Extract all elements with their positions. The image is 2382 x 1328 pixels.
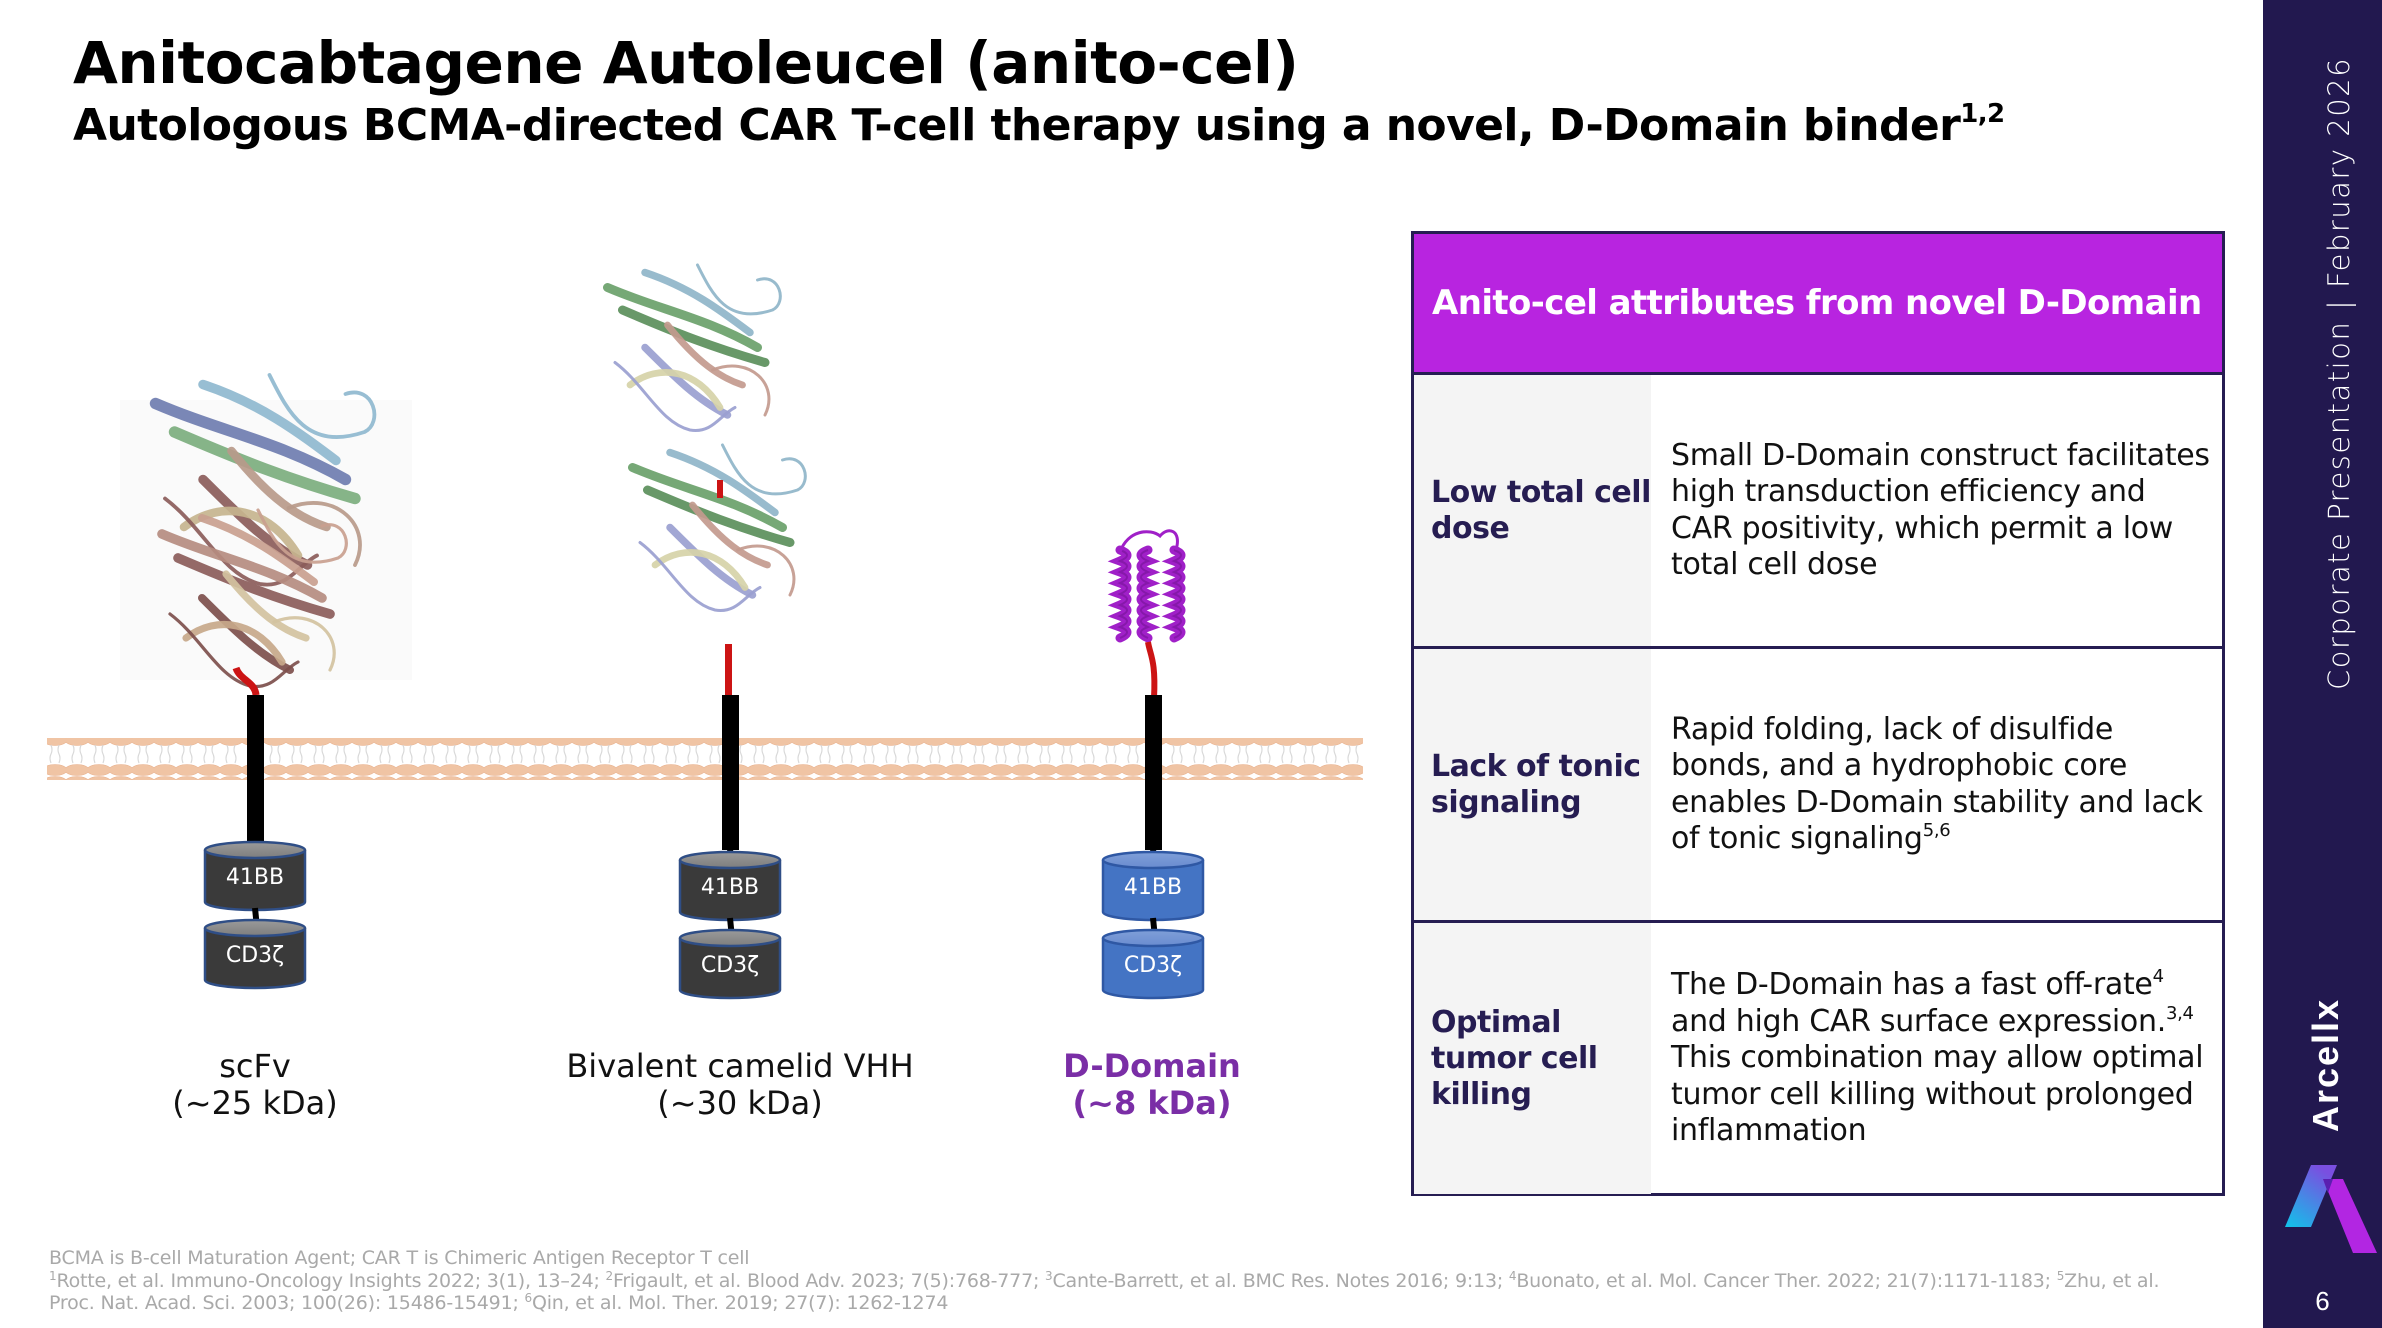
reference-number: 5: [2056, 1268, 2065, 1283]
row-description: Rapid folding, lack of disulfide bonds, …: [1651, 649, 2222, 920]
footnotes: BCMA is B-cell Maturation Agent; CAR T i…: [49, 1247, 2199, 1315]
row-description-text: Rapid folding, lack of disulfide bonds, …: [1671, 711, 2203, 857]
signaling-domain-41bb: 41BB: [203, 840, 307, 912]
car-construct-2: 41BB CD3ζ: [678, 695, 782, 1000]
domain-label: CD3ζ: [1124, 953, 1182, 978]
caption-scfv-size: (~25 kDa): [172, 1084, 338, 1122]
reference-number: 6: [524, 1291, 533, 1305]
transmembrane-domain: [1145, 695, 1162, 850]
row-description-text: This combination may allow optimal tumor…: [1671, 1040, 2204, 1149]
transmembrane-domain: [247, 695, 264, 850]
row-description-text: Small D-Domain construct facilitates hig…: [1671, 437, 2210, 583]
subtitle-text: Autologous BCMA-directed CAR T-cell ther…: [73, 100, 1961, 151]
table-row: Low total cell dose Small D-Domain const…: [1414, 375, 2222, 649]
attributes-table: Anito-cel attributes from novel D-Domain…: [1411, 231, 2225, 1196]
brand-name: Arcellx: [2305, 997, 2346, 1132]
vhh-protein-structure-icon: [603, 263, 807, 612]
row-reference: 3,4: [2165, 1002, 2194, 1024]
caption-vhh-name: Bivalent camelid VHH: [566, 1047, 914, 1085]
domain-label: 41BB: [701, 875, 759, 900]
diagram-canvas: 41BB CD3ζ 41BB CD3ζ 41BB CD3ζ: [47, 263, 1363, 1000]
page-number: 6: [2315, 1286, 2330, 1316]
signaling-domain-cd3z: CD3ζ: [678, 928, 782, 1000]
reference-text: Rotte, et al. Immuno-Oncology Insights 2…: [56, 1269, 606, 1292]
reference-text: Frigault, et al. Blood Adv. 2023; 7(5):7…: [612, 1269, 1045, 1292]
reference-number: 1: [49, 1268, 57, 1283]
hinge-linker: [725, 644, 732, 696]
scfv-protein-structure-icon: [120, 373, 412, 689]
row-description: The D-Domain has a fast off-rate4 and hi…: [1651, 923, 2222, 1194]
references-note: 1Rotte, et al. Immuno-Oncology Insights …: [49, 1270, 2199, 1315]
caption-d-domain-size: (~8 kDa): [1072, 1084, 1232, 1122]
reference-number: 3: [1045, 1268, 1053, 1283]
car-construct-1: 41BB CD3ζ: [203, 695, 307, 990]
subtitle-reference: 1,2: [1960, 99, 2005, 129]
reference-text: Qin, et al. Mol. Ther. 2019; 27(7): 1262…: [531, 1292, 949, 1314]
caption-scfv-name: scFv: [219, 1047, 291, 1085]
transmembrane-domain: [722, 695, 739, 850]
table-row: Lack of tonic signaling Rapid folding, l…: [1414, 649, 2222, 923]
abbreviations-note: BCMA is B-cell Maturation Agent; CAR T i…: [49, 1247, 750, 1269]
sidebar: Corporate Presentation | February 2026 A…: [2263, 0, 2382, 1328]
reference-text: Zhu, et al. Proc. Nat. Acad. Sci. 2003; …: [49, 1269, 2160, 1315]
signaling-domain-41bb: 41BB: [1101, 850, 1205, 922]
presentation-date-label: Corporate Presentation | February 2026: [2322, 56, 2356, 690]
reference-text: Cante-Barrett, et al. BMC Res. Notes 201…: [1052, 1269, 1509, 1292]
row-description-text: The D-Domain has a fast off-rate: [1671, 967, 2153, 1003]
row-label: Optimal tumor cell killing: [1414, 923, 1651, 1194]
signaling-domain-cd3z: CD3ζ: [203, 918, 307, 990]
attributes-table-header: Anito-cel attributes from novel D-Domain: [1414, 234, 2222, 375]
row-label: Lack of tonic signaling: [1414, 649, 1651, 920]
domain-label: 41BB: [1124, 875, 1182, 900]
domain-label: CD3ζ: [226, 943, 284, 968]
caption-vhh: Bivalent camelid VHH (~30 kDa): [566, 1048, 913, 1122]
signaling-domain-41bb: 41BB: [678, 850, 782, 922]
row-description: Small D-Domain construct facilitates hig…: [1651, 375, 2222, 646]
car-construct-3: 41BB CD3ζ: [1101, 695, 1205, 1000]
table-row: Optimal tumor cell killing The D-Domain …: [1414, 923, 2222, 1194]
cell-membrane: [47, 738, 1363, 780]
row-label: Low total cell dose: [1414, 375, 1651, 646]
caption-scfv: scFv (~25 kDa): [172, 1048, 337, 1122]
domain-label: 41BB: [226, 865, 284, 890]
d-domain-helix-structure-icon: [1107, 529, 1186, 643]
vhh-linker: [717, 480, 723, 498]
caption-d-domain-name: D-Domain: [1063, 1047, 1241, 1085]
signaling-domain-cd3z: CD3ζ: [1101, 928, 1205, 1000]
caption-d-domain: D-Domain (~8 kDa): [1063, 1048, 1241, 1122]
domain-label: CD3ζ: [701, 953, 759, 978]
page-title: Anitocabtagene Autoleucel (anito-cel): [73, 29, 1299, 97]
hinge-linker: [232, 666, 260, 696]
row-reference: 4: [2152, 966, 2164, 988]
reference-number: 2: [605, 1268, 614, 1283]
caption-vhh-size: (~30 kDa): [657, 1084, 823, 1122]
page-subtitle: Autologous BCMA-directed CAR T-cell ther…: [73, 101, 2005, 148]
row-reference: 5,6: [1922, 820, 1951, 841]
row-description-text: and high CAR surface expression.: [1671, 1003, 2166, 1039]
reference-text: Buonato, et al. Mol. Cancer Ther. 2022; …: [1516, 1269, 2057, 1292]
reference-number: 4: [1508, 1268, 1517, 1283]
arcellx-logo-icon: [2285, 1165, 2377, 1253]
hinge-linker: [1145, 641, 1158, 699]
